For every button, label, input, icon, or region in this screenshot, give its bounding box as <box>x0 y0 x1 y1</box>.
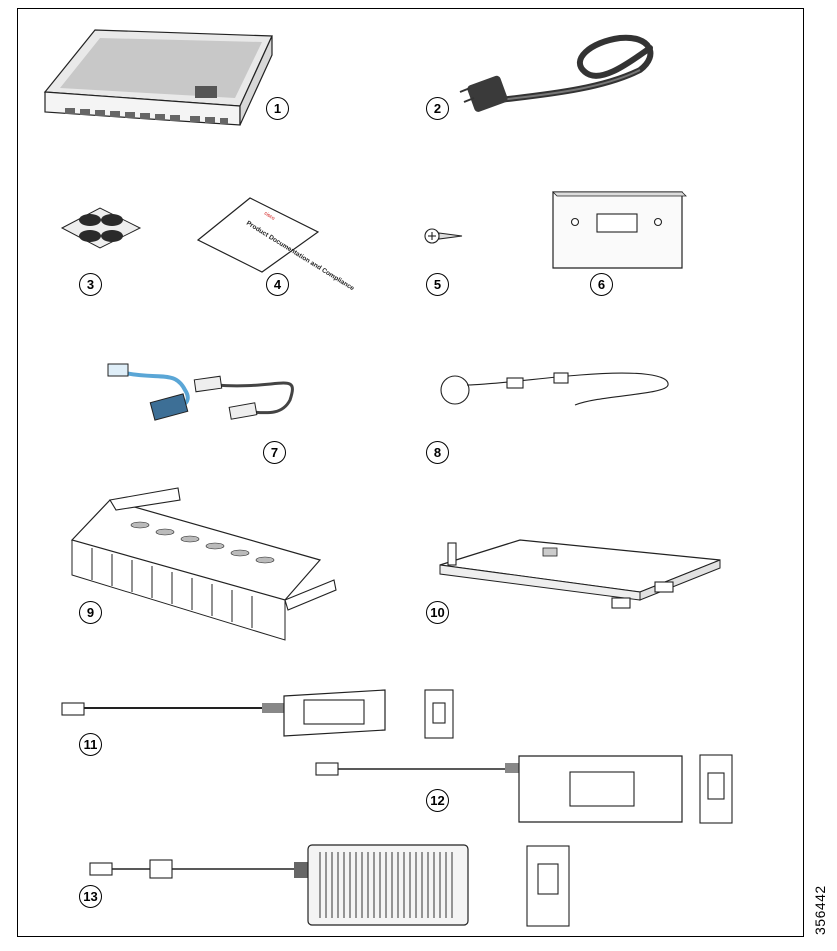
mounting-tray-illustration <box>439 539 721 609</box>
power-cord-illustration <box>459 34 654 112</box>
callout-11: 11 <box>79 733 102 756</box>
callout-7: 7 <box>263 441 286 464</box>
power-adapter-small-illustration <box>61 689 454 739</box>
callout-12: 12 <box>426 789 449 812</box>
callout-8: 8 <box>426 441 449 464</box>
callout-4: 4 <box>266 273 289 296</box>
cable-guard-illustration <box>440 372 669 406</box>
callout-1: 1 <box>266 97 289 120</box>
mounting-plate-illustration <box>552 191 687 269</box>
power-adapter-medium-illustration <box>315 754 733 824</box>
callout-2: 2 <box>426 97 449 120</box>
figure-number: 356442 <box>812 885 828 935</box>
power-adapter-large-illustration <box>89 844 570 927</box>
callout-5: 5 <box>426 273 449 296</box>
bracket-illustration <box>70 487 337 641</box>
callout-9: 9 <box>79 601 102 624</box>
screw-illustration <box>424 228 463 244</box>
callout-13: 13 <box>79 885 102 908</box>
callout-3: 3 <box>79 273 102 296</box>
rubber-feet-illustration <box>60 207 142 249</box>
booklet-logo: cisco <box>263 211 276 222</box>
callout-10: 10 <box>426 601 449 624</box>
switch-chassis-illustration <box>43 29 273 126</box>
console-cable-illustration <box>107 363 294 421</box>
figure-frame <box>17 8 804 937</box>
callout-6: 6 <box>590 273 613 296</box>
